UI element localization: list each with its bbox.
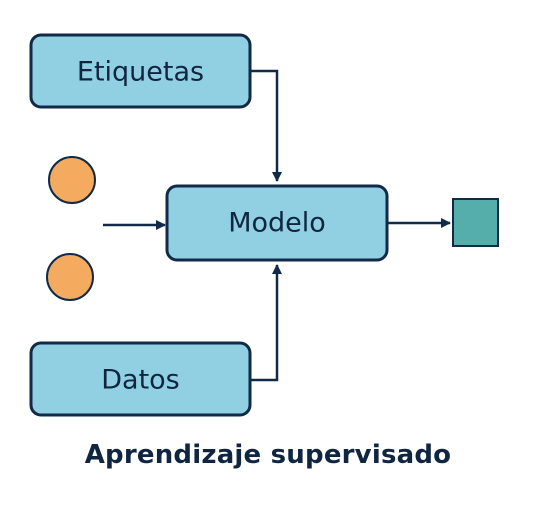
- arrow-labels-to-model: [250, 69, 282, 182]
- connectors: [103, 69, 451, 382]
- diagram-caption: Aprendizaje supervisado: [84, 440, 452, 470]
- labels-box-shape: [29, 33, 252, 109]
- arrow-data-to-model: [250, 264, 282, 382]
- input-circle-top: [48, 156, 96, 204]
- model-box-label: Modelo: [228, 208, 326, 239]
- labels-box-label: Etiquetas: [77, 57, 204, 88]
- data-box-label: Datos: [101, 365, 180, 396]
- data-box-shape: [29, 341, 252, 417]
- output-square: [452, 198, 499, 247]
- input-circle-bottom: [46, 253, 94, 301]
- model-box: Modelo: [165, 184, 389, 262]
- labels-box: Etiquetas: [29, 33, 252, 109]
- model-box-shape: [165, 184, 389, 262]
- data-box: Datos: [29, 341, 252, 417]
